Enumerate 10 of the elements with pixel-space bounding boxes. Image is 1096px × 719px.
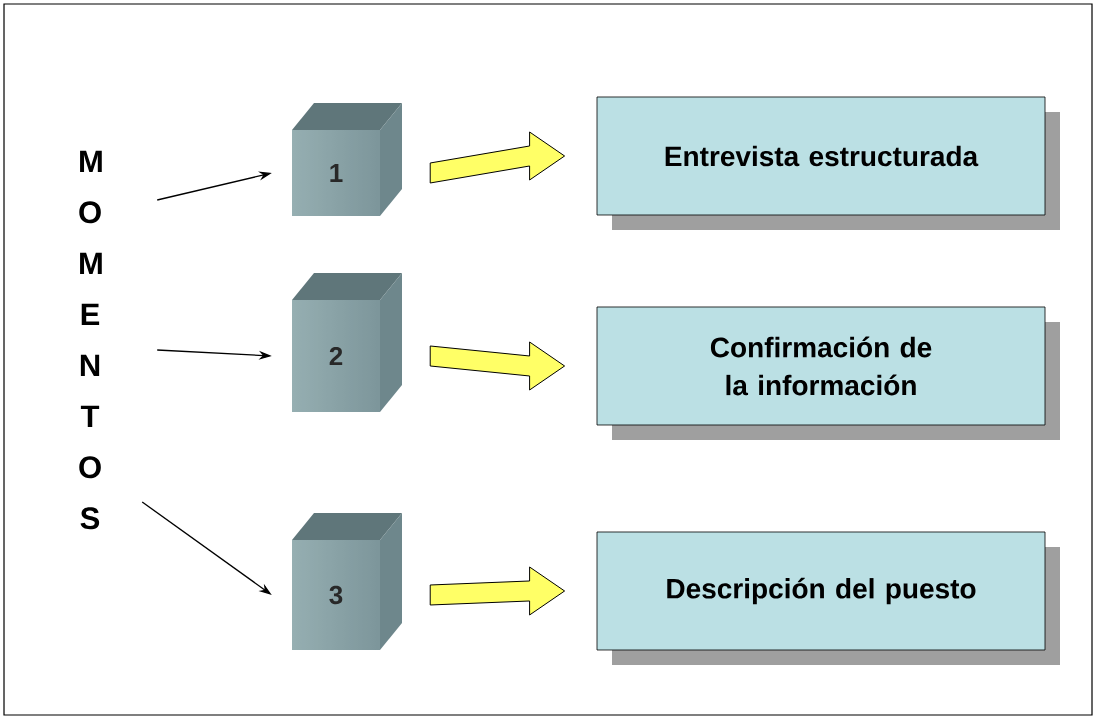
cube: 2 xyxy=(292,273,402,412)
cube: 1 xyxy=(292,103,402,216)
cube: 3 xyxy=(292,513,402,650)
process-box: Descripción del puesto xyxy=(596,531,1060,665)
process-box: Entrevista estructurada xyxy=(596,96,1060,230)
block-arrow xyxy=(429,341,566,391)
block-arrow xyxy=(429,131,566,184)
block-arrow xyxy=(429,566,566,616)
vertical-label: MOMENTOS xyxy=(79,150,102,530)
process-box: Confirmación de la información xyxy=(596,306,1060,440)
